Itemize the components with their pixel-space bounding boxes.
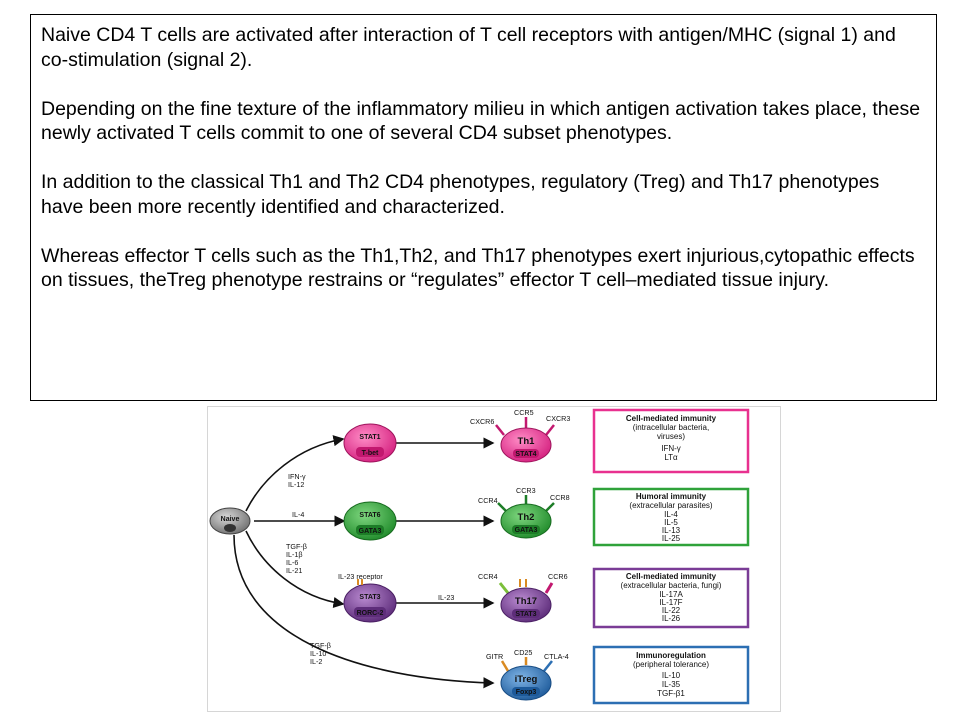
branch1-cytokine-1: IFN-γ <box>288 472 306 481</box>
outcome-box-treg: Immunoregulation (peripheral tolerance) … <box>592 645 750 705</box>
outcome-box-th1: Cell-mediated immunity (intracellular ba… <box>592 408 750 474</box>
treg-receptor-cd25: CD25 <box>514 648 532 657</box>
box2-item-4: IL-25 <box>662 534 681 543</box>
stat1-label: STAT1 <box>359 434 380 441</box>
th2-label: Th2 <box>518 512 535 523</box>
box4-title-2: (peripheral tolerance) <box>633 660 709 669</box>
branch3-cytokine-4: IL-21 <box>286 566 302 575</box>
box2-title-2: (extracellular parasites) <box>629 501 712 510</box>
cd4-differentiation-diagram: IFN-γ IL-12 IL-4 TGF-β IL-1β IL-6 IL-21 … <box>208 407 780 711</box>
box2-item-1: IL-4 <box>664 510 678 519</box>
box3-item-2: IL-17F <box>659 598 682 607</box>
itreg-cell: GITR CD25 CTLA-4 iTreg Foxp3 <box>486 648 569 701</box>
box4-item-1: IL-10 <box>662 671 681 680</box>
rorc2-label: RORC-2 <box>357 610 384 617</box>
arrow-naive-to-th1-precursor <box>245 435 345 512</box>
text-box: Naive CD4 T cells are activated after in… <box>30 14 937 401</box>
th2-precursor-cell: STAT6 GATA3 <box>343 501 397 541</box>
th1-receptor-cxcr3: CXCR3 <box>546 414 570 423</box>
box4-item-2: IL-35 <box>662 680 681 689</box>
naive-label: Naive <box>221 516 240 523</box>
th17-label: Th17 <box>515 596 537 607</box>
th17-precursor-cell: STAT3 RORC-2 <box>343 579 397 623</box>
branch4-cytokine-3: IL-2 <box>310 657 322 666</box>
stat4-label: STAT4 <box>515 451 536 458</box>
box2-item-3: IL-13 <box>662 526 681 535</box>
paragraph-activation: Naive CD4 T cells are activated after in… <box>41 24 896 71</box>
box1-item-1: IFN-γ <box>661 444 681 453</box>
box3-item-4: IL-26 <box>662 614 681 623</box>
box1-item-2: LTα <box>664 453 678 462</box>
th1-receptor-cxcr6: CXCR6 <box>470 417 494 426</box>
branch2-cytokine: IL-4 <box>292 510 304 519</box>
outcome-box-th2: Humoral immunity (extracellular parasite… <box>592 487 750 547</box>
paragraph-phenotypes: In addition to the classical Th1 and Th2… <box>41 171 880 218</box>
tbet-label: T-bet <box>362 450 379 457</box>
stat6-label: STAT6 <box>359 512 380 519</box>
branch3-cytokine-1: TGF-β <box>286 542 307 551</box>
stat3-precursor-label: STAT3 <box>359 594 380 601</box>
branch3-cytokine-3: IL-6 <box>286 558 298 567</box>
box3-item-1: IL-17A <box>659 590 683 599</box>
th1-receptor-ccr5: CCR5 <box>514 408 534 417</box>
th1-cell: CXCR6 CCR5 CXCR3 Th1 STAT4 <box>470 408 570 463</box>
th17-cell: CCR4 CCR6 Th17 STAT3 <box>478 572 568 623</box>
gata3-precursor-label: GATA3 <box>359 528 382 535</box>
paragraph-commitment: Depending on the fine texture of the inf… <box>41 97 921 145</box>
th17-stat3-label: STAT3 <box>515 611 536 618</box>
box1-title-2: (intracellular bacteria, <box>633 423 709 432</box>
th2-receptor-ccr4: CCR4 <box>478 496 498 505</box>
branch4-cytokine-1: TGF-β <box>310 641 331 650</box>
il23-label: IL-23 <box>438 593 454 602</box>
th17-receptor-ccr4: CCR4 <box>478 572 498 581</box>
th2-receptor-ccr3: CCR3 <box>516 486 536 495</box>
treg-receptor-gitr: GITR <box>486 652 503 661</box>
box2-title-1: Humoral immunity <box>636 492 707 501</box>
th1-label: Th1 <box>518 436 536 447</box>
box2-item-2: IL-5 <box>664 518 678 527</box>
foxp3-label: Foxp3 <box>516 689 537 696</box>
box1-title-1: Cell-mediated immunity <box>626 414 717 423</box>
branch4-cytokine-2: IL-10 <box>310 649 326 658</box>
th2-cell: CCR4 CCR3 CCR8 Th2 GATA3 <box>478 486 570 539</box>
arrow-naive-to-th17-precursor <box>245 530 345 609</box>
th1-precursor-cell: STAT1 T-bet <box>343 423 397 463</box>
itreg-label: iTreg <box>515 674 538 685</box>
branch1-cytokine-2: IL-12 <box>288 480 304 489</box>
th2-receptor-ccr8: CCR8 <box>550 493 570 502</box>
gata3-label: GATA3 <box>515 527 538 534</box>
box4-item-3: TGF-β1 <box>657 689 685 698</box>
box3-item-3: IL-22 <box>662 606 681 615</box>
box3-title-2: (extracellular bacteria, fungi) <box>621 581 722 590</box>
branch3-cytokine-2: IL-1β <box>286 550 303 559</box>
treg-receptor-ctla4: CTLA-4 <box>544 652 569 661</box>
naive-cell: Naive <box>209 507 251 535</box>
paragraph-effector: Whereas effector T cells such as the Th1… <box>41 244 915 292</box>
il23-receptor-label: IL-23 receptor <box>338 572 383 581</box>
arrow-naive-to-treg <box>233 534 495 689</box>
box1-title-3: viruses) <box>657 432 685 441</box>
box3-title-1: Cell-mediated immunity <box>626 572 717 581</box>
th17-receptor-ccr6: CCR6 <box>548 572 568 581</box>
outcome-box-th17: Cell-mediated immunity (extracellular ba… <box>592 567 750 629</box>
box4-title-1: Immunoregulation <box>636 651 706 660</box>
